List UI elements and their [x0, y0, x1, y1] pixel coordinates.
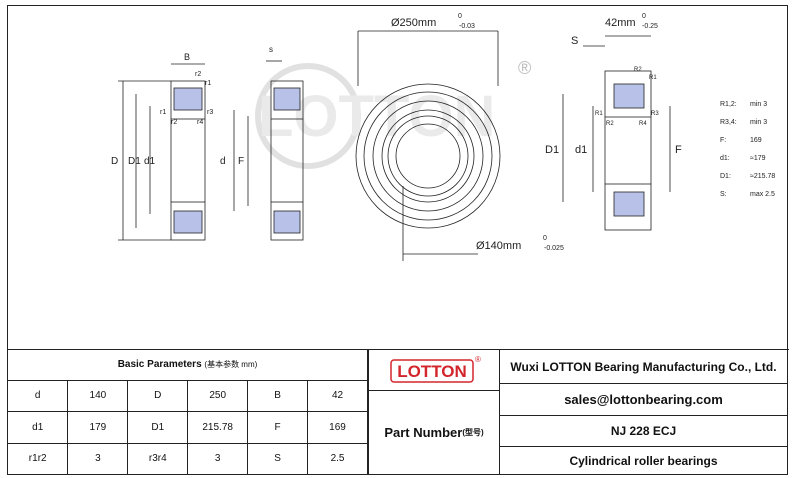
param-key: r3r4: [127, 442, 189, 476]
width-tol-top: 0: [642, 13, 646, 20]
narrow-section-view: [266, 60, 304, 241]
spec-key: D1:: [720, 173, 731, 180]
front-inner-tol-top: 0: [543, 235, 547, 242]
param-value: 169: [307, 411, 368, 444]
drawing-sheet: LOTTON ® D D1 d1 d F B r2 r1 r1: [7, 5, 789, 477]
right-label-F: F: [675, 144, 682, 156]
parameters-title: Basic Parameters (基本参数 mm): [8, 350, 368, 381]
table-row: d1 179 D1 215.78 F 169: [8, 411, 368, 444]
label-s: s: [269, 45, 273, 54]
param-key: r1r2: [8, 442, 69, 476]
right-label-R1-left: R1: [595, 111, 603, 117]
param-key: S: [247, 442, 309, 476]
param-value: 250: [187, 379, 249, 413]
front-outer-tol: -0.03: [459, 23, 475, 30]
label-r1-left: r1: [160, 109, 166, 116]
label-d1: d1: [144, 156, 156, 167]
right-label-R3: R3: [651, 111, 659, 117]
right-label-D1: D1: [545, 144, 559, 156]
param-key: D: [127, 379, 189, 413]
spec-key: R3,4:: [720, 119, 737, 126]
right-label-R2-top: R2: [634, 67, 642, 73]
part-number-label-note: (型号): [462, 428, 484, 437]
spec-key: S:: [720, 191, 727, 198]
lotton-logo: LOTTON ®: [369, 350, 499, 391]
parameters-title-note: (基本参数 mm): [204, 360, 258, 370]
left-section-view: [118, 63, 249, 241]
lotton-logo-mark: LOTTON ®: [390, 355, 481, 383]
company-info: Wuxi LOTTON Bearing Manufacturing Co., L…: [499, 350, 788, 475]
parameters-title-text: Basic Parameters: [117, 359, 202, 371]
spec-value: ≈215.78: [750, 173, 775, 180]
label-D1: D1: [128, 156, 141, 167]
label-d: d: [220, 156, 226, 167]
label-B: B: [184, 52, 190, 62]
spec-key: R1,2:: [720, 101, 737, 108]
spec-value: min 3: [750, 119, 767, 126]
spec-value: 169: [750, 137, 762, 144]
param-key: B: [247, 379, 309, 413]
right-label-R4: R4: [639, 121, 647, 127]
spec-value: ≈179: [750, 155, 766, 162]
table-row: d 140 D 250 B 42: [8, 379, 368, 413]
width-label: 42mm: [605, 17, 636, 29]
label-F: F: [238, 156, 244, 167]
spec-key: d1:: [720, 155, 730, 162]
param-key: D1: [127, 411, 189, 444]
param-value: 3: [67, 442, 129, 476]
watermark-registered-mark: ®: [518, 58, 531, 78]
basic-parameters-table: Basic Parameters (基本参数 mm) d 140 D 250 B…: [8, 350, 368, 476]
width-tol: -0.25: [642, 23, 658, 30]
param-value: 215.78: [187, 411, 249, 444]
info-table: Basic Parameters (基本参数 mm) d 140 D 250 B…: [8, 349, 789, 477]
front-outer-tol-top: 0: [458, 13, 462, 20]
right-label-R1-top: R1: [649, 75, 657, 81]
part-number-label-text: Part Number: [384, 425, 463, 440]
table-row: r1r2 3 r3r4 3 S 2.5: [8, 442, 368, 476]
technical-drawing: LOTTON ® D D1 d1 d F B r2 r1 r1: [111, 13, 775, 261]
spec-list: R1,2: min 3 R3,4: min 3 F: 169 d1: ≈179 …: [720, 101, 775, 198]
logo-text: LOTTON: [397, 362, 467, 381]
company-name: Wuxi LOTTON Bearing Manufacturing Co., L…: [499, 350, 788, 384]
label-r2-left: r2: [171, 119, 177, 126]
param-value: 140: [67, 379, 129, 413]
part-number-value: NJ 228 ECJ: [499, 415, 788, 447]
right-section-view: [562, 35, 671, 231]
right-label-S: S: [571, 35, 578, 47]
param-key: d: [8, 379, 69, 413]
logo-registered-mark: ®: [475, 355, 481, 364]
label-r2-top: r2: [195, 71, 201, 78]
spec-key: F:: [720, 137, 726, 144]
right-label-d1: d1: [575, 144, 587, 156]
param-key: F: [247, 411, 309, 444]
spec-value: min 3: [750, 101, 767, 108]
front-outer-diameter: Ø250mm: [391, 17, 436, 29]
spec-value: max 2.5: [750, 191, 775, 198]
brand-cell: LOTTON ® Part Number (型号): [368, 350, 500, 475]
param-key: d1: [8, 411, 69, 444]
label-r3: r3: [207, 109, 213, 116]
param-value: 179: [67, 411, 129, 444]
param-value: 2.5: [307, 442, 368, 476]
right-label-R2-left: R2: [606, 121, 614, 127]
label-r4: r4: [197, 119, 203, 126]
bearing-type: Cylindrical roller bearings: [569, 453, 718, 468]
part-number-label: Part Number (型号): [369, 390, 499, 475]
label-D: D: [111, 156, 118, 167]
label-r1-top: r1: [205, 80, 211, 87]
param-value: 42: [307, 379, 368, 413]
company-email[interactable]: sales@lottonbearing.com: [499, 383, 788, 416]
front-inner-diameter: Ø140mm: [476, 240, 521, 252]
front-view: [355, 30, 501, 261]
param-value: 3: [187, 442, 249, 476]
front-inner-tol: -0.025: [544, 245, 564, 252]
